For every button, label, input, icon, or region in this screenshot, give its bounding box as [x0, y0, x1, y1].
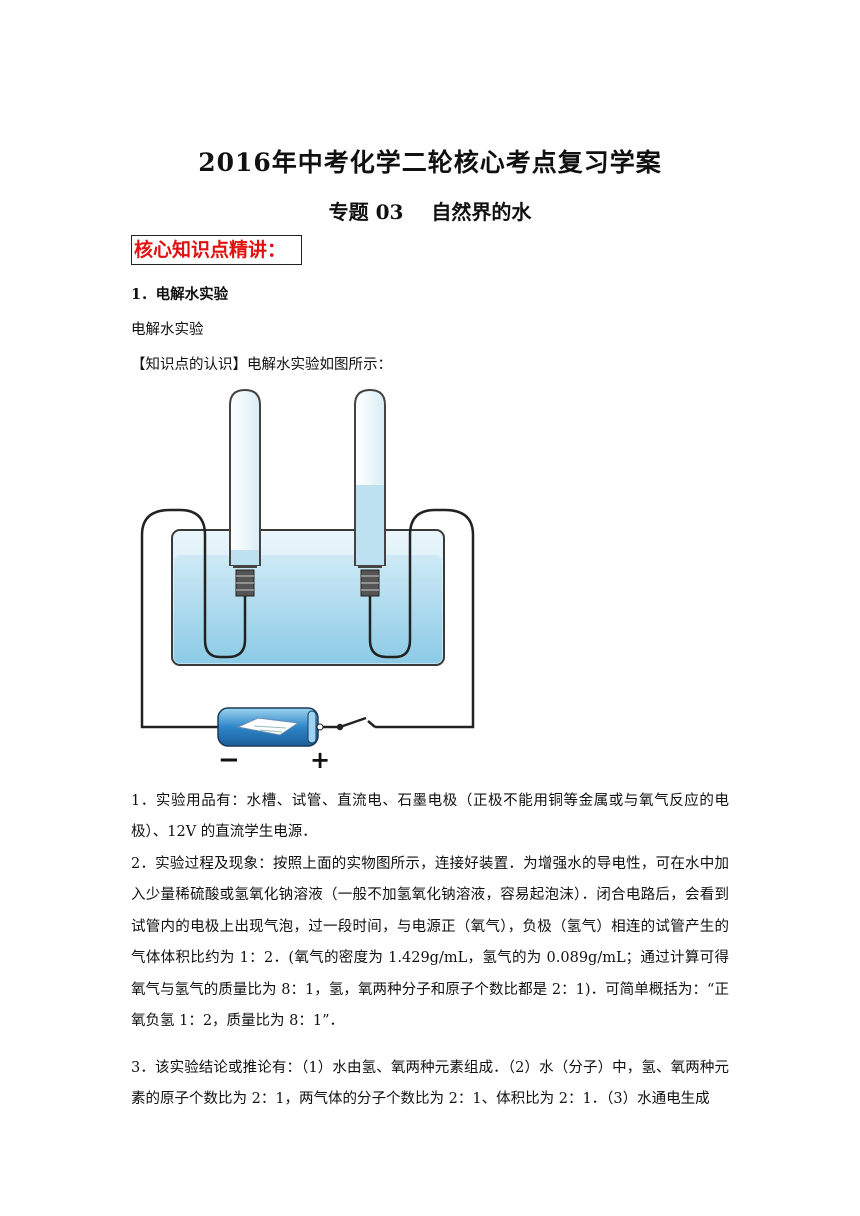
document-title: 2016年中考化学二轮核心考点复习学案 — [198, 148, 662, 177]
paragraph: 3．该实验结论或推论有：（1）水由氢、氧两种元素组成．（2）水（分子）中，氢、氧… — [131, 1060, 729, 1108]
circuit-wire — [140, 508, 475, 729]
electrolysis-diagram: − + — [140, 388, 475, 775]
section-heading: 1．电解水实验 — [131, 286, 229, 303]
test-tube-right — [354, 388, 386, 568]
document-subtitle: 专题 03 自然界的水 — [328, 200, 532, 224]
battery — [217, 707, 324, 747]
electrode-right — [360, 569, 380, 597]
water-tank — [171, 529, 445, 666]
paragraph: 2．实验过程及现象：按照上面的实物图所示，连接好装置．为增强水的导电性，可在水中… — [131, 856, 729, 1030]
text-line: 电解水实验 — [131, 322, 204, 338]
test-tube-left — [229, 388, 261, 568]
switch — [323, 716, 376, 731]
minus-label: − — [218, 745, 240, 775]
paragraph: 1．实验用品有：水槽、试管、直流电、石墨电极（正极不能用铜等金属或与氧气反应的电… — [131, 793, 729, 841]
section-label: 核心知识点精讲： — [131, 235, 302, 265]
text-line: 【知识点的认识】电解水实验如图所示： — [131, 357, 392, 373]
plus-label: + — [310, 746, 330, 774]
electrode-left — [235, 569, 255, 597]
